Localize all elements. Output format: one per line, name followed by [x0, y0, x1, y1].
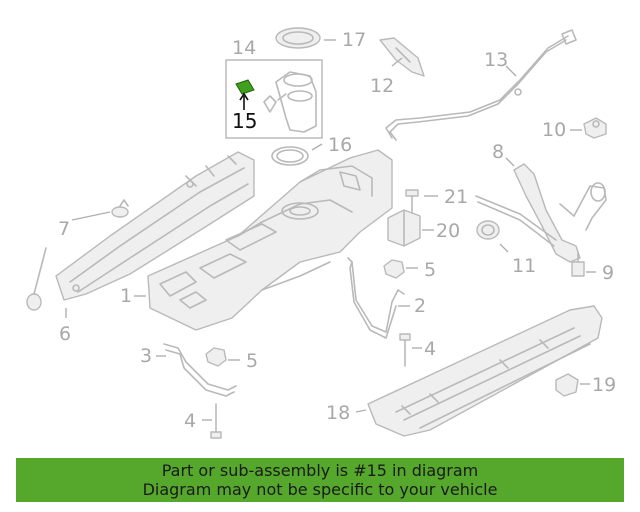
plug-part [555, 373, 579, 397]
callout-13: 13 [484, 49, 508, 71]
callout-5-upper: 5 [424, 259, 436, 281]
tank-strap-3-part [163, 343, 237, 397]
skid-plate-part [367, 305, 603, 437]
callout-4-upper: 4 [424, 338, 436, 360]
tank-strap-2-part [347, 257, 405, 339]
diagram-notice-banner: Part or sub-assembly is #15 in diagram D… [16, 458, 624, 502]
callout-19: 19 [592, 374, 616, 396]
callout-15: 15 [232, 109, 257, 133]
callout-7: 7 [58, 218, 70, 240]
callout-6: 6 [59, 323, 71, 345]
fuel-pump-module-box [225, 59, 323, 139]
bolt-4-lower-part [210, 403, 222, 439]
callout-2: 2 [414, 295, 426, 317]
banner-line-2: Diagram may not be specific to your vehi… [142, 480, 498, 499]
push-pin-part [26, 199, 129, 311]
callout-16: 16 [328, 134, 352, 156]
callout-5-lower: 5 [246, 350, 258, 372]
module-20-part [387, 209, 421, 247]
callout-17: 17 [342, 29, 366, 51]
callout-18: 18 [326, 402, 350, 424]
lock-ring-part [275, 27, 321, 49]
banner-line-1: Part or sub-assembly is #15 in diagram [161, 461, 479, 480]
nut-5-upper-part [383, 259, 405, 279]
callout-21: 21 [444, 186, 468, 208]
gasket-part [271, 146, 309, 166]
callout-12: 12 [370, 75, 394, 97]
clip-part [583, 117, 607, 139]
callout-8: 8 [492, 141, 504, 163]
callout-9: 9 [602, 262, 614, 284]
fuel-tank-part [147, 149, 393, 331]
vapor-tube-part [385, 29, 577, 141]
callout-3: 3 [140, 345, 152, 367]
callout-1: 1 [120, 285, 132, 307]
bolt-4-upper-part [399, 333, 411, 367]
heat-shield-part [55, 151, 255, 301]
callout-10: 10 [542, 119, 566, 141]
fuel-level-sensor-highlight[interactable] [235, 79, 255, 95]
callout-20: 20 [436, 220, 460, 242]
bracket-part [379, 37, 425, 77]
stud-part [571, 251, 585, 277]
callout-14: 14 [232, 37, 256, 59]
callout-4-lower: 4 [184, 410, 196, 432]
callout-11: 11 [512, 255, 536, 277]
nut-5-lower-part [205, 347, 227, 367]
grommet-part [476, 220, 500, 240]
filler-pipe-part [475, 163, 607, 263]
parts-diagram: 1 6 7 14 15 17 [26, 27, 616, 439]
